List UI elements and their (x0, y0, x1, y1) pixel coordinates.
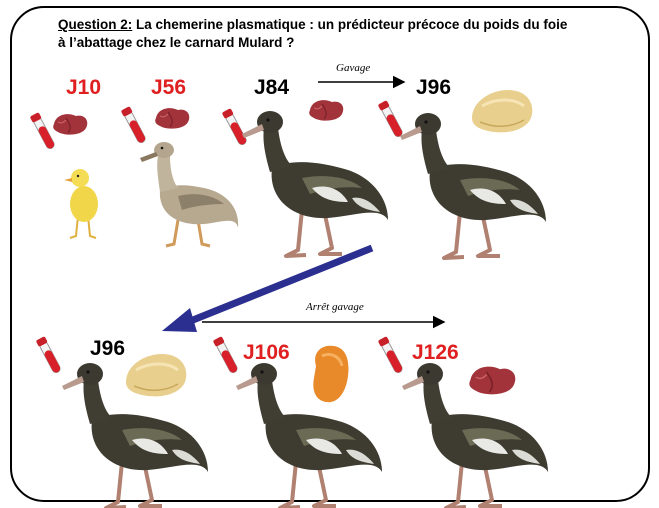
mulard-duck-image (242, 111, 388, 256)
liver-icon (53, 114, 87, 135)
orange-liver-icon (313, 346, 348, 403)
transition-arrow (162, 248, 372, 332)
blood-tube-icon (378, 100, 405, 138)
duckling-image (64, 169, 98, 238)
fatty-liver-icon (472, 90, 532, 132)
liver-icon (309, 100, 343, 121)
mulard-duck-image (236, 363, 382, 508)
fatty-liver-icon (126, 354, 186, 396)
blood-tube-icon (30, 112, 57, 150)
blood-tube-icon (36, 336, 63, 374)
liver-icon (155, 108, 189, 129)
blood-tube-icon (121, 106, 148, 144)
blood-tube-icon (222, 108, 249, 146)
liver-icon (469, 367, 515, 395)
blood-tube-icon (378, 336, 405, 374)
mulard-duck-image (400, 113, 546, 258)
blood-tube-icon (213, 336, 240, 374)
young-duck-image (140, 142, 238, 246)
